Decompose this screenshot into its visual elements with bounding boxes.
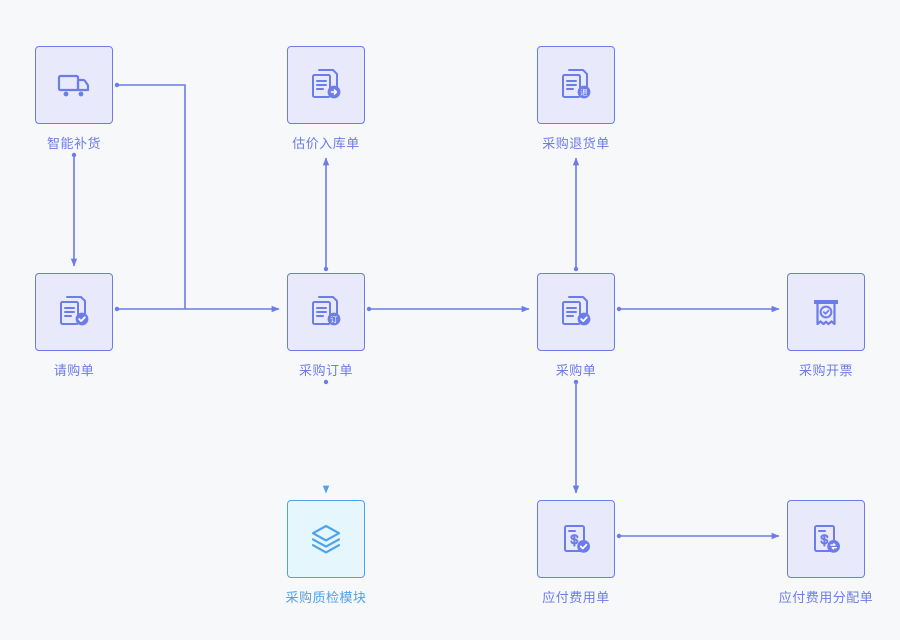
edge-replenishment-to-order <box>114 82 186 309</box>
document-badge-icon: 退 <box>555 64 597 106</box>
truck-icon <box>54 65 94 105</box>
node-label: 应付费用分配单 <box>778 590 874 605</box>
node-label: 请购单 <box>53 363 95 378</box>
node-box[interactable] <box>287 46 365 124</box>
layers-icon <box>305 518 347 560</box>
node-box[interactable] <box>787 273 865 351</box>
node-box[interactable] <box>537 500 615 578</box>
node-label: 采购单 <box>555 363 597 378</box>
node-box[interactable]: 订 <box>287 273 365 351</box>
node-label: 采购订单 <box>298 363 353 378</box>
node-purchase-return[interactable]: 退 采购退货单 <box>520 46 632 153</box>
document-check-icon <box>555 291 597 333</box>
node-box[interactable] <box>35 273 113 351</box>
node-label: 采购退货单 <box>542 136 610 151</box>
node-label: 采购开票 <box>798 363 853 378</box>
node-label: 智能补货 <box>46 136 101 151</box>
document-badge-icon: 订 <box>305 291 347 333</box>
node-purchase-invoice[interactable]: 采购开票 <box>770 273 882 380</box>
node-purchase-bill[interactable]: 采购单 <box>520 273 632 380</box>
node-payable-allocation[interactable]: 应付费用分配单 <box>770 500 882 607</box>
badge-text: 退 <box>580 88 588 97</box>
money-document-check-icon <box>555 518 597 560</box>
node-box[interactable] <box>287 500 365 578</box>
node-estimated-receipt[interactable]: 估价入库单 <box>270 46 382 153</box>
node-box[interactable] <box>35 46 113 124</box>
invoice-check-icon <box>805 291 847 333</box>
node-box[interactable] <box>787 500 865 578</box>
node-label: 应付费用单 <box>542 590 610 605</box>
node-purchase-order[interactable]: 订 采购订单 <box>270 273 382 380</box>
node-quality-inspection[interactable]: 采购质检模块 <box>270 500 382 607</box>
document-check-icon <box>53 291 95 333</box>
document-arrow-icon <box>305 64 347 106</box>
node-label: 采购质检模块 <box>285 590 367 605</box>
node-smart-replenishment[interactable]: 智能补货 <box>18 46 130 153</box>
badge-text: 订 <box>330 315 338 324</box>
node-requisition[interactable]: 请购单 <box>18 273 130 380</box>
money-document-share-icon <box>805 518 847 560</box>
node-payable-expense[interactable]: 应付费用单 <box>520 500 632 607</box>
node-box[interactable] <box>537 273 615 351</box>
node-box[interactable]: 退 <box>537 46 615 124</box>
node-label: 估价入库单 <box>292 136 360 151</box>
